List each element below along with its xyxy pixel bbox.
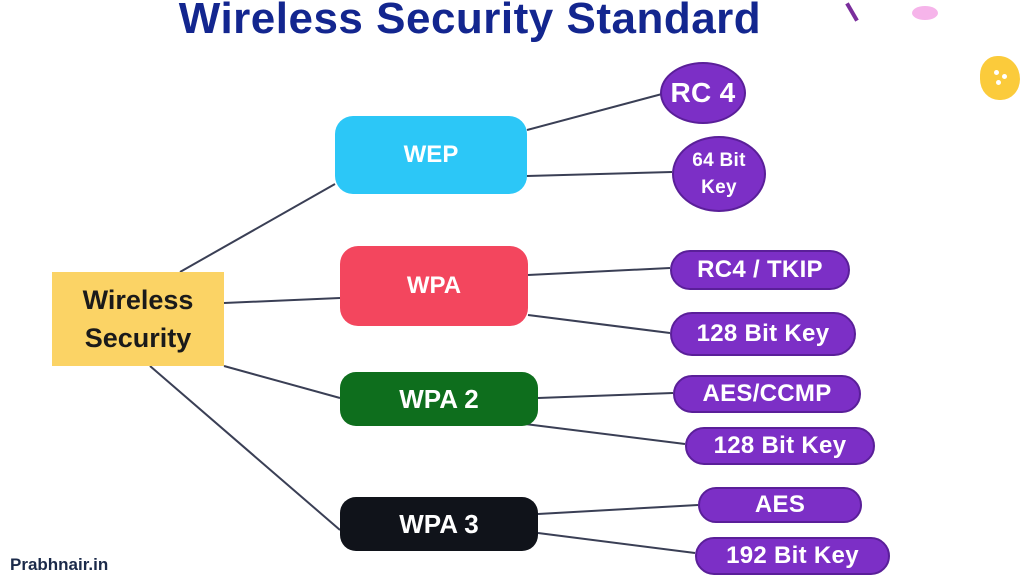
connector-wpa2-128 <box>524 423 686 445</box>
connector-wep-rc4 <box>526 93 663 131</box>
connector-wep-64 <box>526 171 673 177</box>
leaf-node-wep-rc4: RC 4 <box>660 62 746 124</box>
connector-wpa3-192 <box>537 532 696 554</box>
leaf-node-wep-key: 64 Bit Key <box>672 136 766 212</box>
leaf-wep-key-line2: Key <box>701 177 737 198</box>
connector-wpa3-aes <box>537 504 699 515</box>
root-label-line2: Security <box>84 323 192 353</box>
standard-node-wpa: WPA <box>340 246 528 326</box>
leaf-node-wpa2-key: 128 Bit Key <box>685 427 875 465</box>
connector-root-wpa2 <box>223 365 341 399</box>
connector-root-wpa <box>223 297 341 304</box>
leaf-node-wpa3-key: 192 Bit Key <box>695 537 890 575</box>
page-title: Wireless Security Standard <box>178 0 762 43</box>
connector-root-wep <box>179 183 336 273</box>
connector-root-wpa3 <box>149 365 341 531</box>
decorative-blob-pink <box>912 6 938 20</box>
connector-wpa-128 <box>527 314 671 334</box>
standard-node-wpa2: WPA 2 <box>340 372 538 426</box>
standard-node-wpa3: WPA 3 <box>340 497 538 551</box>
leaf-node-wpa-cipher: RC4 / TKIP <box>670 250 850 290</box>
leaf-wep-key-line1: 64 Bit <box>692 150 746 171</box>
watermark-text: Prabhnair.in <box>10 555 109 574</box>
connector-wpa2-aes <box>537 392 674 399</box>
root-label-line1: Wireless <box>82 285 194 315</box>
leaf-node-wpa-key: 128 Bit Key <box>670 312 856 356</box>
root-node-wireless-security: Wireless Security <box>52 272 224 366</box>
decorative-flower-icon <box>980 56 1020 100</box>
leaf-node-wpa3-cipher: AES <box>698 487 862 523</box>
leaf-node-wpa2-cipher: AES/CCMP <box>673 375 861 413</box>
standard-node-wep: WEP <box>335 116 527 194</box>
connector-wpa-tkip <box>527 267 671 276</box>
